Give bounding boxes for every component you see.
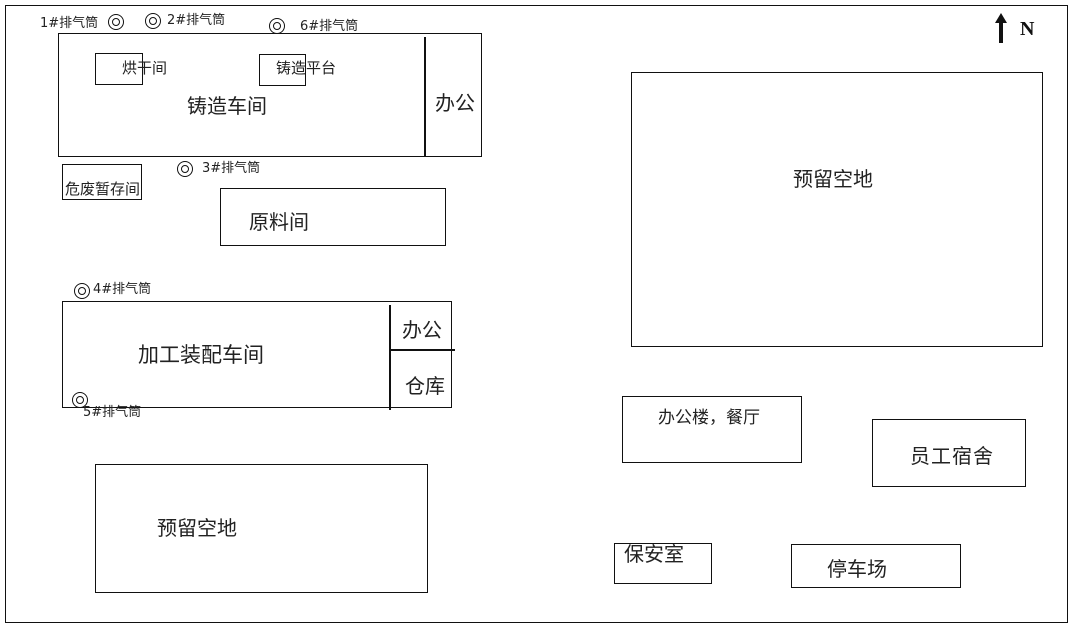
office-canteen-label: 办公楼，餐厅 [658, 408, 760, 428]
exhaust-stack-1-icon [108, 14, 124, 30]
parking-lot-box [791, 544, 961, 588]
north-label: N [1020, 18, 1035, 40]
exhaust-stack-4-icon [74, 283, 90, 299]
exhaust-stack-2-icon [145, 13, 161, 29]
guard-room-label: 保安室 [624, 542, 684, 566]
office-canteen-box [622, 396, 802, 463]
casting-workshop-box [58, 33, 482, 157]
hazardous-waste-storage-label: 危废暂存间 [65, 180, 141, 198]
raw-material-room-label: 原料间 [249, 210, 309, 234]
drying-room-label: 烘干间 [122, 59, 168, 77]
assembly-workshop-horizontal-divider [389, 349, 455, 351]
staff-dormitory-box [872, 419, 1026, 487]
reserved-land-east-label: 预留空地 [793, 167, 873, 191]
assembly-workshop-vertical-divider [389, 305, 391, 410]
casting-platform-label: 铸造平台 [276, 59, 337, 77]
assembly-workshop-box [62, 301, 452, 408]
assembly-workshop-label: 加工装配车间 [138, 343, 264, 367]
drying-room-box [95, 53, 143, 85]
exhaust-stack-5-label: 5#排气筒 [83, 405, 142, 420]
site-boundary [5, 5, 1068, 623]
exhaust-stack-5-icon [72, 392, 88, 408]
exhaust-stack-2-label: 2#排气筒 [167, 13, 226, 28]
exhaust-stack-3-label: 3#排气筒 [202, 161, 261, 176]
casting-workshop-office-label: 办公 [435, 91, 475, 115]
reserved-land-west-box [95, 464, 428, 593]
guard-room-box [614, 543, 712, 584]
casting-workshop-label: 铸造车间 [187, 94, 267, 118]
assembly-workshop-warehouse-label: 仓库 [405, 374, 445, 398]
exhaust-stack-3-icon [177, 161, 193, 177]
assembly-workshop-office-label: 办公 [402, 318, 442, 342]
exhaust-stack-6-label: 6#排气筒 [300, 19, 359, 34]
exhaust-stack-1-label: 1#排气筒 [40, 16, 99, 31]
hazardous-waste-storage-box [62, 164, 142, 200]
raw-material-room-box [220, 188, 446, 246]
exhaust-stack-6-icon [269, 18, 285, 34]
casting-platform-box [259, 54, 306, 86]
parking-lot-label: 停车场 [827, 557, 887, 581]
staff-dormitory-label: 员工宿舍 [910, 444, 994, 468]
reserved-land-east-box [631, 72, 1043, 347]
north-arrow-icon [995, 13, 1007, 43]
reserved-land-west-label: 预留空地 [157, 516, 237, 540]
casting-workshop-office-divider [424, 37, 426, 157]
exhaust-stack-4-label: 4#排气筒 [93, 282, 152, 297]
